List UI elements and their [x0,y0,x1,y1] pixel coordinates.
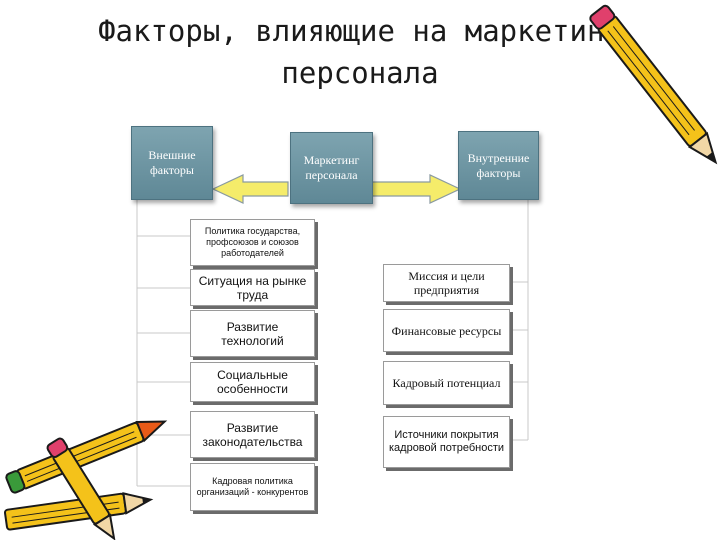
internal-factor-item: Финансовые ресурсы [383,309,510,352]
external-factor-label: Кадровая политика организаций - конкурен… [196,476,309,497]
arrow-right-icon [371,174,462,204]
external-factors-label: Внешние факторы [148,148,196,177]
internal-factors-header: Внутренние факторы [458,131,539,200]
arrow-left-icon [211,174,289,204]
external-factor-item: Политика государства, профсоюзов и союзо… [190,219,315,266]
personnel-marketing-header: Маркетинг персонала [290,132,373,204]
external-factor-item: Развитие законодательства [190,411,315,458]
title-line-2: персонала [281,56,439,90]
slide-title: Факторы, влияющие на маркетинг персонала [60,10,660,94]
personnel-marketing-label: Маркетинг персонала [303,153,360,182]
external-factor-item: Ситуация на рынке труда [190,269,315,306]
internal-factor-item: Миссия и цели предприятия [383,264,510,302]
internal-factors-label: Внутренние факторы [467,150,530,180]
internal-factor-label: Миссия и цели предприятия [408,269,485,297]
internal-factor-label: Финансовые ресурсы [391,323,502,338]
external-factor-item: Социальные особенности [190,362,315,402]
external-factors-header: Внешние факторы [131,126,213,200]
internal-factor-item: Кадровый потенциал [383,361,510,405]
external-factor-item: Кадровая политика организаций - конкурен… [190,463,315,511]
internal-factor-label: Источники покрытия кадровой потребности [388,429,505,454]
title-line-1: Факторы, влияющие на маркетинг [98,14,622,48]
internal-factor-item: Источники покрытия кадровой потребности [383,416,510,468]
external-factor-label: Ситуация на рынке труда [198,273,307,302]
internal-factor-label: Кадровый потенциал [392,376,501,390]
external-factor-item: Развитие технологий [190,310,315,357]
external-factor-label: Социальные особенности [216,368,289,396]
external-factor-label: Развитие технологий [221,319,284,348]
external-factor-label: Развитие законодательства [202,420,303,449]
external-factor-label: Политика государства, профсоюзов и союзо… [204,226,301,258]
